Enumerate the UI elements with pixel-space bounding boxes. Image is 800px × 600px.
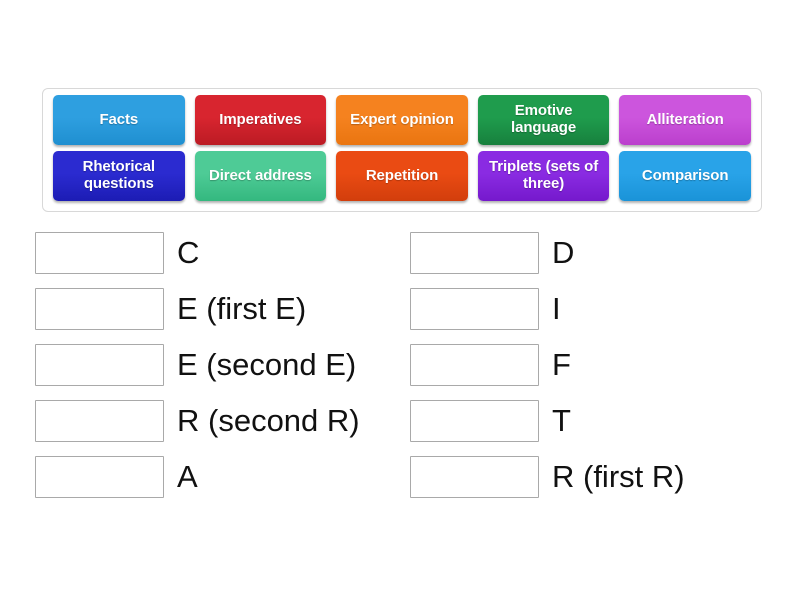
tile-label: Repetition — [365, 166, 439, 184]
answer-row: A — [35, 455, 400, 498]
answer-label: I — [552, 291, 561, 326]
tile-bank-row-1: Facts Imperatives Expert opinion Emotive… — [48, 95, 756, 145]
answer-row: D — [410, 231, 775, 274]
answer-column-right: D I F T R (first R) — [410, 231, 775, 511]
tile-label: Direct address — [208, 166, 312, 184]
tile-label: Triplets (sets of three) — [488, 158, 599, 192]
answer-label: A — [177, 459, 198, 494]
tile-bank-row-2: Rhetorical questions Direct address Repe… — [48, 151, 756, 201]
drop-box[interactable] — [410, 287, 539, 330]
tile-comparison[interactable]: Comparison — [619, 151, 751, 201]
tile-label: Comparison — [641, 166, 729, 184]
tile-emotive-language[interactable]: Emotive language — [477, 95, 610, 145]
answer-row: F — [410, 343, 775, 386]
tile-imperatives[interactable]: Imperatives — [194, 95, 327, 145]
tile-triplets[interactable]: Triplets (sets of three) — [477, 151, 610, 201]
answer-area: C E (first E) E (second E) R (second R) … — [35, 231, 775, 511]
answer-label: C — [177, 235, 200, 270]
answer-row: R (second R) — [35, 399, 400, 442]
tile-expert-opinion[interactable]: Expert opinion — [336, 95, 468, 145]
tile-label: Facts — [99, 110, 139, 128]
tile-facts[interactable]: Facts — [53, 95, 185, 145]
drop-box[interactable] — [35, 399, 164, 442]
tile-direct-address[interactable]: Direct address — [194, 151, 327, 201]
tile-label: Imperatives — [219, 110, 302, 128]
answer-row: E (first E) — [35, 287, 400, 330]
answer-row: T — [410, 399, 775, 442]
tile-alliteration[interactable]: Alliteration — [619, 95, 751, 145]
answer-row: I — [410, 287, 775, 330]
drop-box[interactable] — [35, 343, 164, 386]
tile-label: Expert opinion — [350, 110, 454, 128]
drop-box[interactable] — [35, 231, 164, 274]
drop-box[interactable] — [35, 455, 164, 498]
answer-label: R (second R) — [177, 403, 360, 438]
answer-label: E (first E) — [177, 291, 307, 326]
tile-bank: Facts Imperatives Expert opinion Emotive… — [42, 88, 762, 212]
drop-box[interactable] — [410, 399, 539, 442]
drop-box[interactable] — [410, 343, 539, 386]
drop-box[interactable] — [410, 231, 539, 274]
answer-row: E (second E) — [35, 343, 400, 386]
tile-label: Alliteration — [646, 110, 724, 128]
drop-box[interactable] — [35, 287, 164, 330]
drop-box[interactable] — [410, 455, 539, 498]
answer-column-left: C E (first E) E (second E) R (second R) … — [35, 231, 400, 511]
tile-repetition[interactable]: Repetition — [336, 151, 468, 201]
tile-label: Emotive language — [511, 102, 577, 136]
tile-rhetorical-questions[interactable]: Rhetorical questions — [53, 151, 185, 201]
answer-label: F — [552, 347, 571, 382]
answer-label: E (second E) — [177, 347, 357, 382]
answer-row: C — [35, 231, 400, 274]
tile-label: Rhetorical questions — [82, 158, 155, 192]
answer-row: R (first R) — [410, 455, 775, 498]
answer-label: R (first R) — [552, 459, 685, 494]
answer-label: D — [552, 235, 575, 270]
answer-label: T — [552, 403, 571, 438]
